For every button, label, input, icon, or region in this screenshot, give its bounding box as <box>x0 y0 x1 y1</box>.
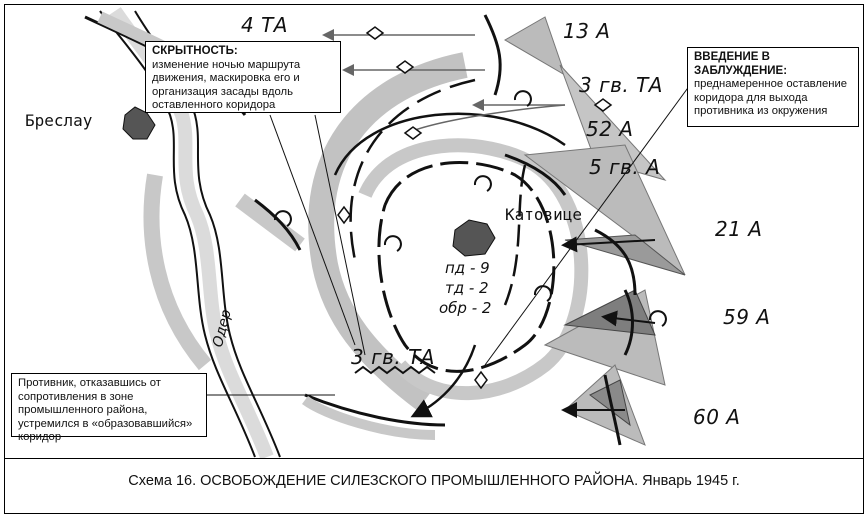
city-label-breslau: Бреслау <box>25 111 93 130</box>
map-graphic <box>84 7 691 458</box>
enemy-force: тд - 2 <box>445 279 489 297</box>
caption: Схема 16. ОСВОБОЖДЕНИЕ СИЛЕЗСКОГО ПРОМЫШ… <box>5 458 863 513</box>
army-label: 3 гв. ТА <box>579 73 663 97</box>
city-label-katowice: Катовице <box>505 205 583 224</box>
breslau-icon <box>122 106 156 140</box>
note-body: Противник, отказавшись от сопротивления … <box>18 377 193 443</box>
ambush-line <box>354 365 436 375</box>
unit-markers <box>337 26 613 390</box>
note-body: преднамеренное оставление коридора для в… <box>694 78 848 117</box>
encirclement-ring <box>377 161 556 373</box>
army-label: 21 А <box>715 217 763 241</box>
army-label: 4 ТА <box>241 13 288 37</box>
katowice-icon <box>452 219 496 257</box>
note-deception: ВВЕДЕНИЕ В ЗАБЛУЖДЕНИЕ: преднамеренное о… <box>687 47 859 127</box>
map-frame: 4 ТА 13 А 3 гв. ТА 52 А 5 гв. А 21 А 59 … <box>4 4 864 514</box>
army-label: 52 А <box>586 117 634 141</box>
army-label: 59 А <box>723 305 771 329</box>
army-label: 3 гв. ТА <box>351 345 435 369</box>
army-label: 60 А <box>693 405 741 429</box>
note-title: ВВЕДЕНИЕ В ЗАБЛУЖДЕНИЕ: <box>694 51 788 77</box>
note-body: изменение ночью маршрута движения, маски… <box>152 58 301 112</box>
enemy-force: обр - 2 <box>439 299 492 317</box>
enemy-force: пд - 9 <box>445 259 490 277</box>
note-title: СКРЫТНОСТЬ: <box>152 45 238 57</box>
army-label: 13 А <box>563 19 611 43</box>
army-label: 5 гв. А <box>589 155 661 179</box>
note-secrecy: СКРЫТНОСТЬ: изменение ночью маршрута дви… <box>145 41 341 113</box>
note-enemy: Противник, отказавшись от сопротивления … <box>11 373 207 443</box>
